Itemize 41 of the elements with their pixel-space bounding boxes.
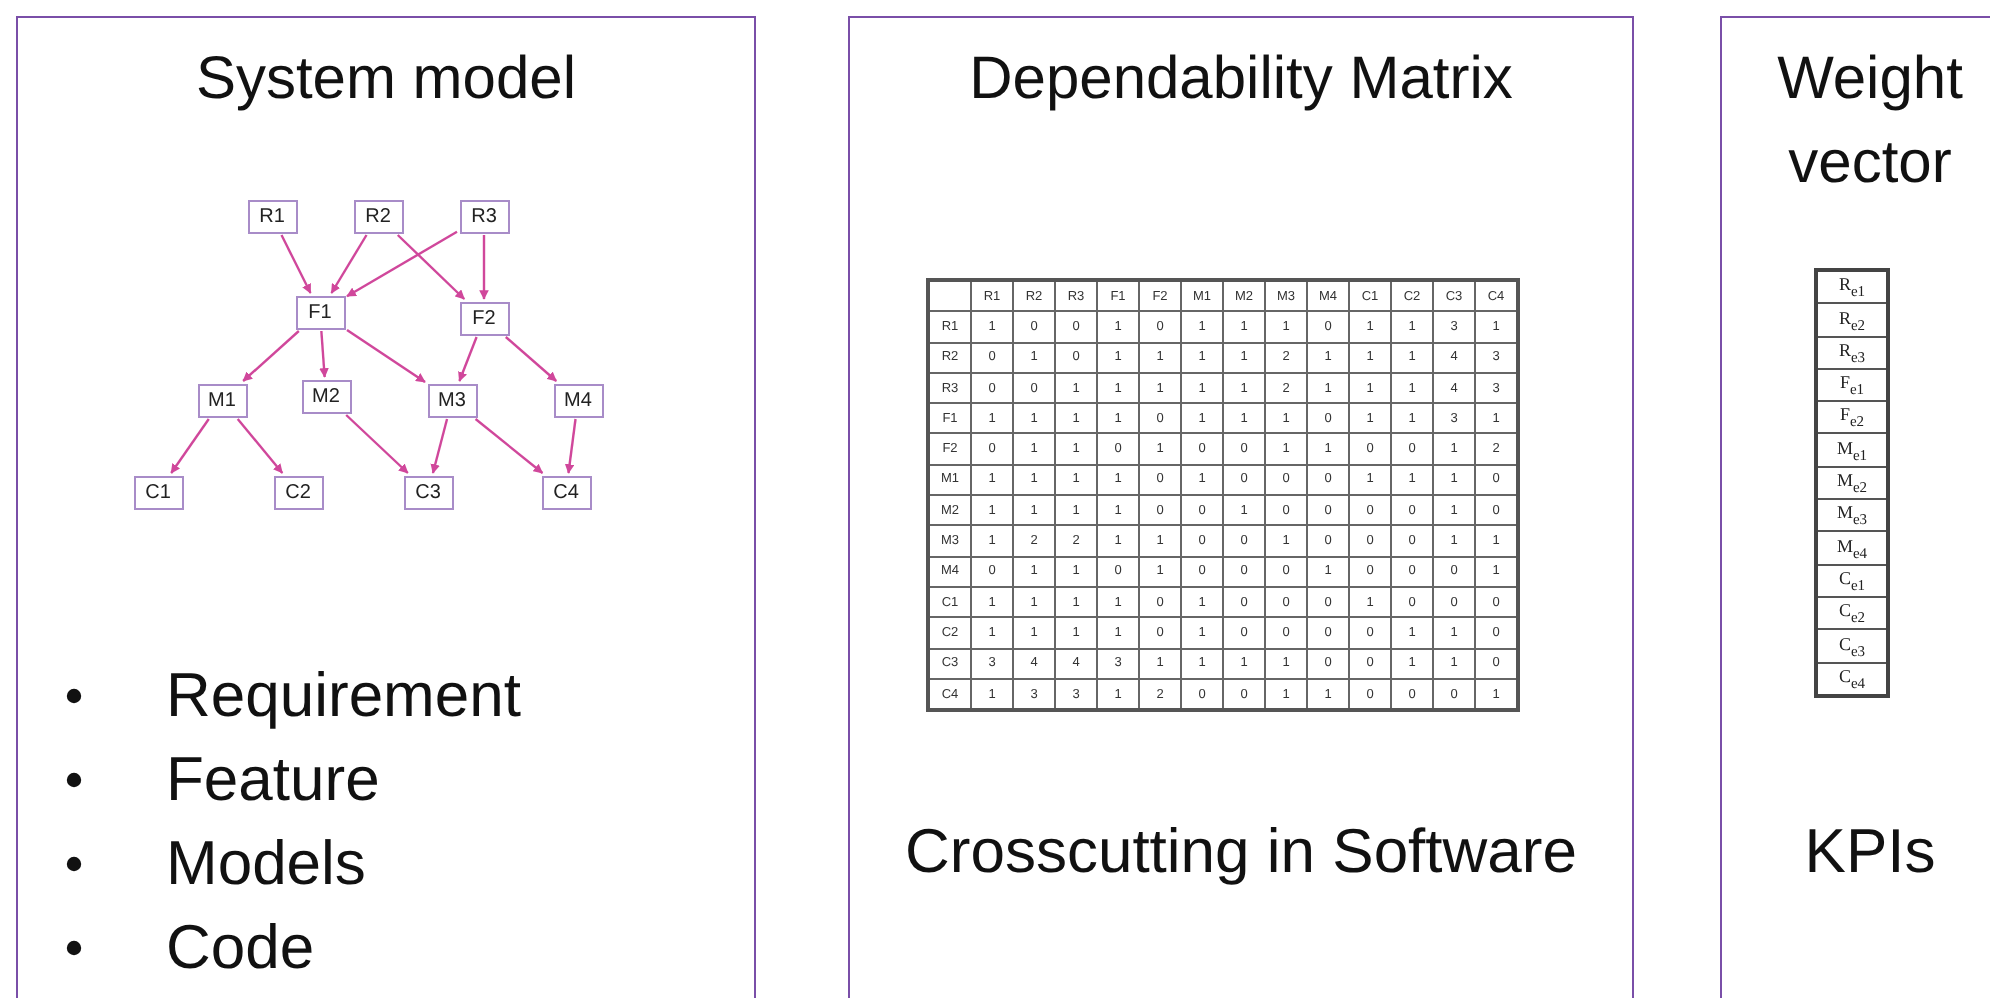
arrow <box>242 330 300 382</box>
graph-node: R3 <box>459 199 509 233</box>
arrow <box>564 418 577 474</box>
graph-node: C4 <box>541 475 591 509</box>
arrow <box>170 418 210 474</box>
arrow <box>346 329 426 383</box>
panel-caption: KPIs <box>1802 814 1938 890</box>
bullet-item: Models <box>166 828 366 898</box>
graph-node: R1 <box>247 199 297 233</box>
arrow <box>505 336 557 382</box>
bullet-item: Requirement <box>166 660 521 730</box>
arrow <box>236 418 284 474</box>
arrow <box>280 234 312 294</box>
graph-node: C1 <box>133 475 183 509</box>
arrow <box>346 230 458 298</box>
graph-node: M4 <box>553 383 603 417</box>
arrow <box>474 418 544 474</box>
graph-node: R2 <box>353 199 403 233</box>
panel-title: System model <box>193 44 579 116</box>
arrow <box>345 414 409 474</box>
arrow <box>319 330 329 378</box>
arrow <box>479 235 489 300</box>
graph-node: F2 <box>459 301 509 335</box>
graph-node: M3 <box>427 383 477 417</box>
bullet-item: Code <box>166 912 315 982</box>
panel-title: Dependability Matrix <box>967 44 1515 116</box>
panel <box>848 16 1634 998</box>
graph-node: M2 <box>301 379 351 413</box>
panel <box>1720 16 1990 998</box>
arrow <box>396 234 466 300</box>
bullet-item: Feature <box>166 744 380 814</box>
arrow <box>330 234 368 294</box>
graph-node: C3 <box>403 475 453 509</box>
panel-title: Weight vector <box>1775 44 1965 200</box>
panel-caption: Crosscutting in Software <box>903 814 1579 890</box>
graph-node: C2 <box>273 475 323 509</box>
arrow <box>430 418 449 474</box>
graph-node: F1 <box>295 295 345 329</box>
panel <box>16 16 756 998</box>
arrow <box>458 336 478 382</box>
graph-node: M1 <box>197 383 247 417</box>
